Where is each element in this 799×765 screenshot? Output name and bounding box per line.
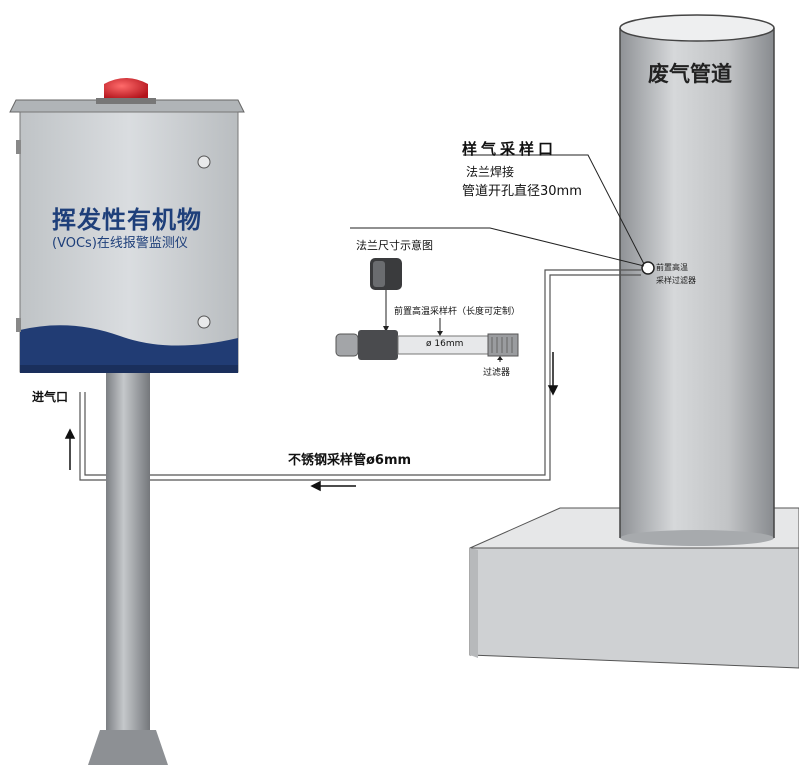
monitor-cabinet <box>9 99 245 373</box>
filter-label: 过滤器 <box>483 368 511 378</box>
alarm-beacon-icon <box>96 78 156 104</box>
sampling-rod-label: 前置高温采样杆（长度可定制） <box>394 307 521 317</box>
sample-tube-label: 不锈钢采样管ø6mm <box>288 453 412 468</box>
pipe-title: 废气管道 <box>648 62 732 86</box>
probe-label-line2: 采样过滤器 <box>656 276 696 285</box>
flange-illustration <box>370 258 402 332</box>
support-pole <box>88 360 168 765</box>
callout-lines <box>350 154 645 267</box>
sampling-port-title: 样气采样口 <box>462 140 558 158</box>
probe-label-line1: 前置高温 <box>656 263 688 272</box>
sampling-port-marker <box>641 261 655 275</box>
flange-diagram-title: 法兰尺寸示意图 <box>356 239 433 252</box>
sampling-rod-diameter: ø 16mm <box>426 339 464 349</box>
exhaust-pipe <box>619 14 775 546</box>
sampling-rod-illustration <box>335 318 519 362</box>
cabinet-title: 挥发性有机物 <box>52 206 202 234</box>
sampling-port-line2: 管道开孔直径30mm <box>462 184 582 199</box>
cabinet-subtitle: (VOCs)在线报警监测仪 <box>52 236 188 251</box>
inlet-label: 进气口 <box>32 390 69 404</box>
sample-tube-route <box>79 269 641 481</box>
sampling-port-line1: 法兰焊接 <box>466 165 515 179</box>
flow-arrows <box>64 352 559 492</box>
